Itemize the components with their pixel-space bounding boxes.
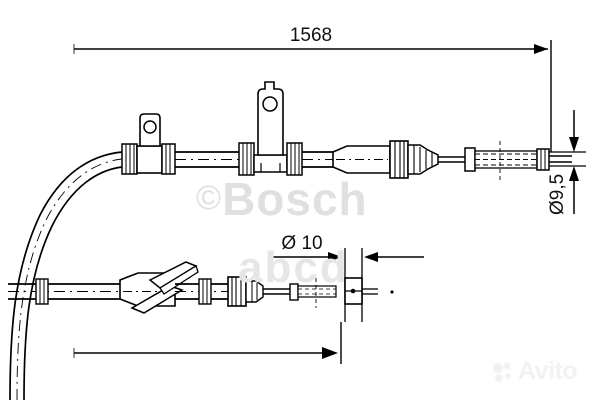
cable-diameter-dimension-group: Ø9,5 bbox=[543, 110, 586, 215]
overall-length-dimension-group: 1568 bbox=[73, 25, 552, 152]
lower-length-dimension-group bbox=[73, 322, 342, 364]
cable-diameter-label: Ø9,5 bbox=[547, 174, 568, 215]
abcd-watermark: abcd bbox=[238, 243, 349, 292]
conical-fitting bbox=[332, 140, 439, 179]
avito-watermark: Avito bbox=[492, 357, 578, 386]
avito-dots-icon bbox=[492, 362, 511, 382]
sleeve-diameter-label: Ø 10 bbox=[281, 233, 322, 254]
avito-watermark-text: Avito bbox=[518, 357, 578, 385]
threaded-rod-end bbox=[464, 141, 572, 180]
small-mounting-bracket bbox=[121, 113, 176, 175]
bosch-watermark: ©Bosch bbox=[196, 172, 368, 226]
large-mounting-bracket bbox=[238, 81, 303, 176]
fork-end-fitting bbox=[119, 261, 199, 314]
upper-cable-assembly bbox=[9, 81, 572, 400]
overall-length-label: 1568 bbox=[290, 25, 332, 46]
copyright-icon: © bbox=[196, 179, 223, 217]
lower-cable-assembly bbox=[8, 261, 394, 314]
bosch-watermark-text: Bosch bbox=[222, 173, 368, 225]
